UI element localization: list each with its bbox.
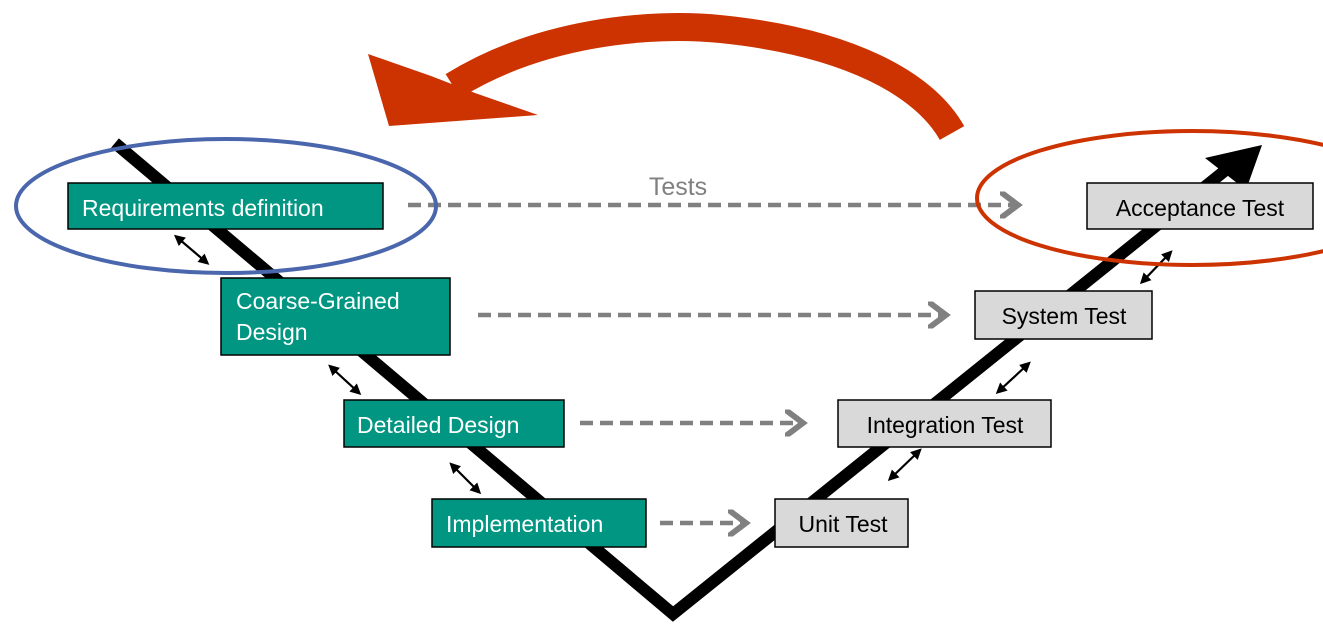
detailed-design-label: Detailed Design [357,412,519,438]
design-box-coarse-grained: Coarse-Grained Design [220,277,451,356]
test-box-acceptance: Acceptance Test [1086,182,1314,230]
coarse-grained-label-line2: Design [236,319,308,345]
coarse-grained-label-line1: Coarse-Grained [236,288,400,314]
acceptance-test-label: Acceptance Test [1116,195,1285,221]
double-arrow-icon [887,448,922,482]
feedback-arrow [368,13,965,141]
test-box-unit: Unit Test [774,498,909,548]
system-test-label: System Test [1002,303,1127,329]
design-box-detailed: Detailed Design [343,399,565,448]
test-box-integration: Integration Test [837,399,1052,448]
double-arrow-icon [1139,250,1173,285]
tests-label: Tests [649,173,707,201]
design-box-implementation: Implementation [431,498,647,548]
unit-test-label: Unit Test [798,511,888,537]
v-arrowhead-icon [1205,145,1262,190]
requirements-highlight-ellipse [14,137,438,275]
integration-test-label: Integration Test [867,412,1024,438]
acceptance-highlight-ellipse [975,129,1323,267]
double-arrow-icon [328,364,362,395]
design-box-requirements: Requirements definition [67,182,384,230]
requirements-label: Requirements definition [82,195,324,221]
double-arrow-icon [995,361,1031,394]
implementation-label: Implementation [446,511,603,537]
double-arrow-icon [449,462,482,495]
test-box-system: System Test [974,290,1153,340]
double-arrow-icon [173,234,210,265]
